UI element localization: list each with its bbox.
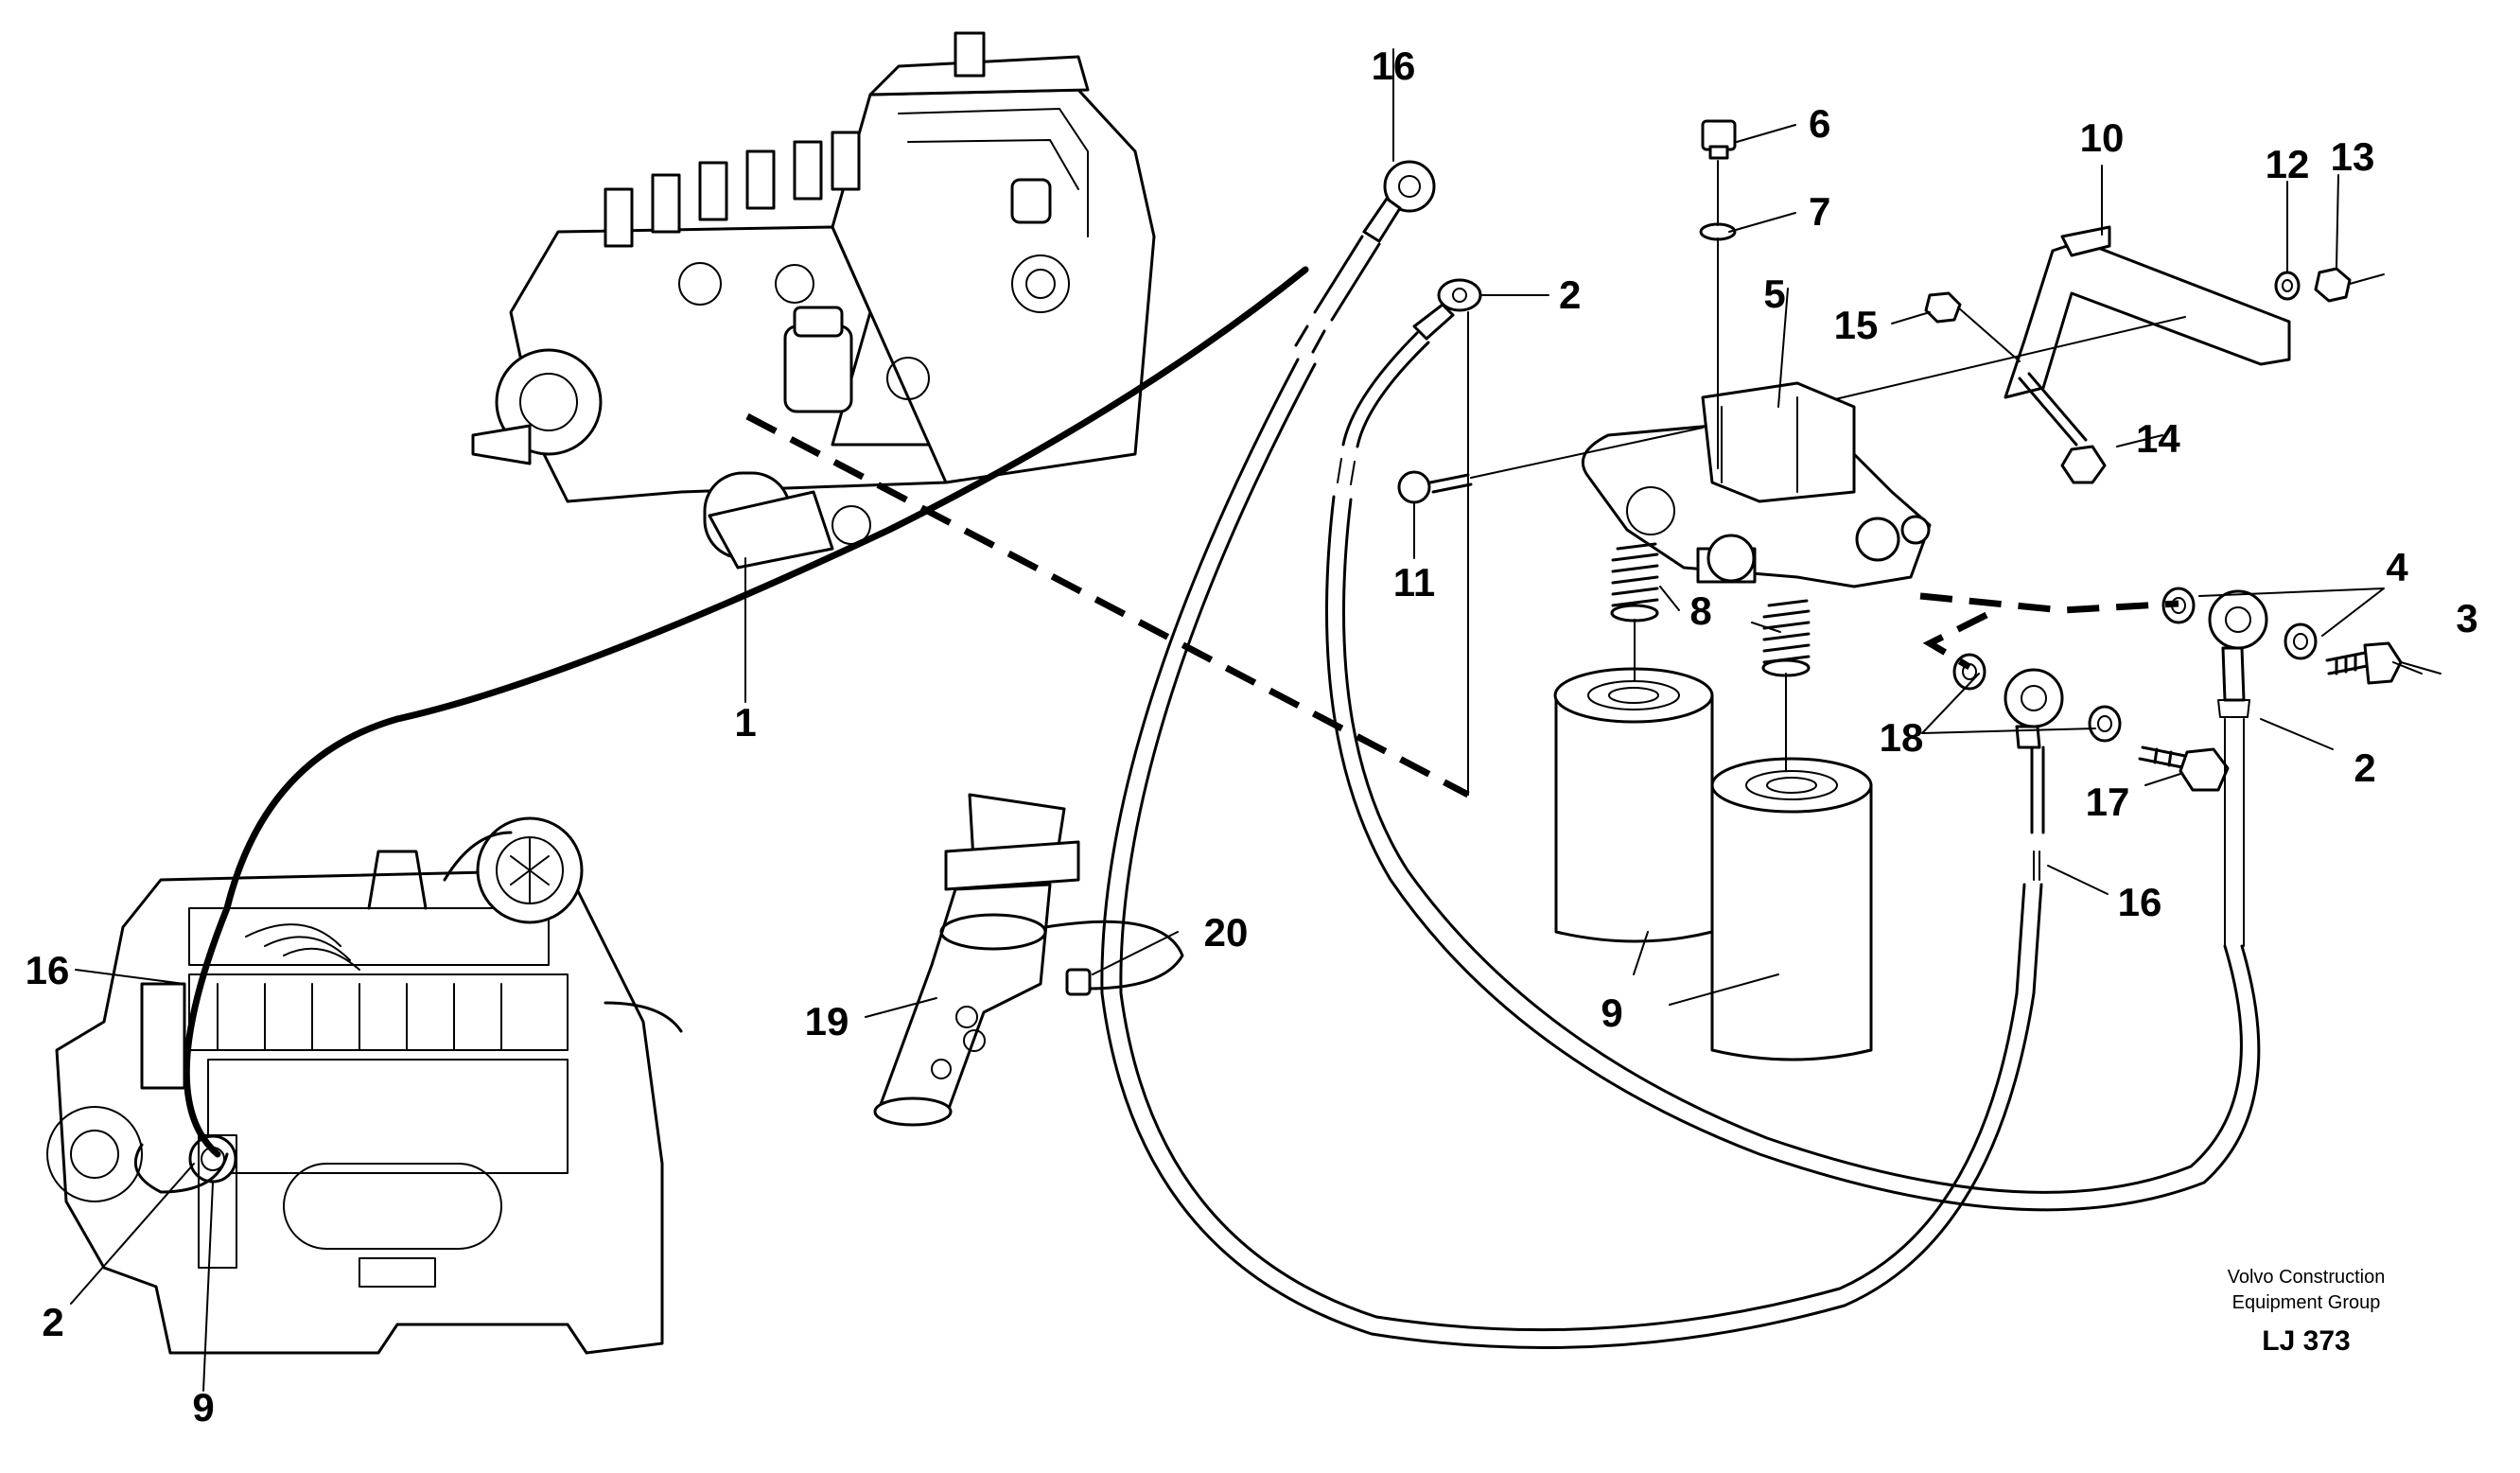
callout-9-right: 9	[1601, 991, 1622, 1035]
callout-6: 6	[1809, 101, 1830, 146]
banjo-fitting-upper	[2161, 587, 2318, 718]
callout-4: 4	[2386, 545, 2408, 589]
filter-left	[1553, 667, 1714, 943]
callout-5: 5	[1763, 272, 1785, 316]
callout-17: 17	[2086, 780, 2130, 824]
credit-line-2: Equipment Group	[2232, 1292, 2381, 1313]
pipe-19	[873, 793, 1080, 1127]
pump-outlets	[604, 131, 861, 248]
plug-6	[1701, 119, 1737, 160]
spring-guide-lines	[1634, 619, 1787, 772]
bracket-10	[1834, 225, 2291, 400]
engine-illustration	[46, 816, 683, 1355]
callout-15: 15	[1834, 303, 1879, 347]
callout-19: 19	[805, 999, 849, 1043]
callout-2-left: 2	[42, 1300, 63, 1344]
spring-left	[1610, 542, 1659, 623]
nut-15	[1924, 291, 2021, 362]
dashed-connection-upper	[1919, 592, 2179, 614]
callout-9-left: 9	[192, 1385, 214, 1429]
callout-13: 13	[2331, 134, 2375, 179]
leader-lines	[70, 48, 2423, 1392]
dashed-connection-lower	[1922, 611, 1988, 671]
spring-right	[1761, 599, 1811, 677]
nut-13	[2314, 267, 2385, 303]
return-line	[183, 266, 1309, 1158]
callout-8: 8	[1689, 588, 1711, 633]
dashed-connection-pump	[745, 412, 1470, 798]
callout-7: 7	[1809, 189, 1830, 234]
callout-14: 14	[2136, 416, 2180, 461]
pipe-16	[1100, 160, 2045, 1350]
callout-1: 1	[734, 700, 756, 745]
banjo-fitting-lower	[1952, 653, 2122, 749]
callout-12: 12	[2266, 142, 2310, 186]
banjo-bolt-3	[2325, 641, 2441, 685]
callout-10: 10	[2080, 115, 2125, 160]
filter-housing-illustration	[1581, 381, 1932, 588]
callout-16-top: 16	[1372, 44, 1416, 88]
pipe-2	[1325, 278, 2261, 1212]
washer-12	[2274, 271, 2301, 301]
callout-labels: 1 16 2 6 7 5 11 8 9 10 12 13 15 14 4 3 2…	[26, 44, 2478, 1429]
clamp-20	[939, 913, 1184, 996]
filter-right	[1710, 757, 1873, 1061]
credit-block: Volvo Construction Equipment Group LJ 37…	[2228, 1267, 2386, 1357]
screw-11	[1397, 427, 1704, 504]
banjo-bolt-17	[2138, 745, 2230, 792]
callout-16-left: 16	[26, 948, 70, 992]
drawing-code: LJ 373	[2262, 1325, 2350, 1357]
credit-line-1: Volvo Construction	[2228, 1267, 2386, 1288]
callout-20: 20	[1204, 910, 1249, 955]
callout-18: 18	[1880, 715, 1924, 760]
callout-2-right: 2	[2354, 745, 2375, 790]
injection-pump-illustration	[471, 31, 1156, 570]
callout-11: 11	[1393, 560, 1435, 605]
callout-3: 3	[2456, 596, 2477, 640]
callout-2-top: 2	[1559, 272, 1581, 317]
screw-14	[2018, 372, 2107, 484]
callout-16-right: 16	[2118, 880, 2162, 924]
